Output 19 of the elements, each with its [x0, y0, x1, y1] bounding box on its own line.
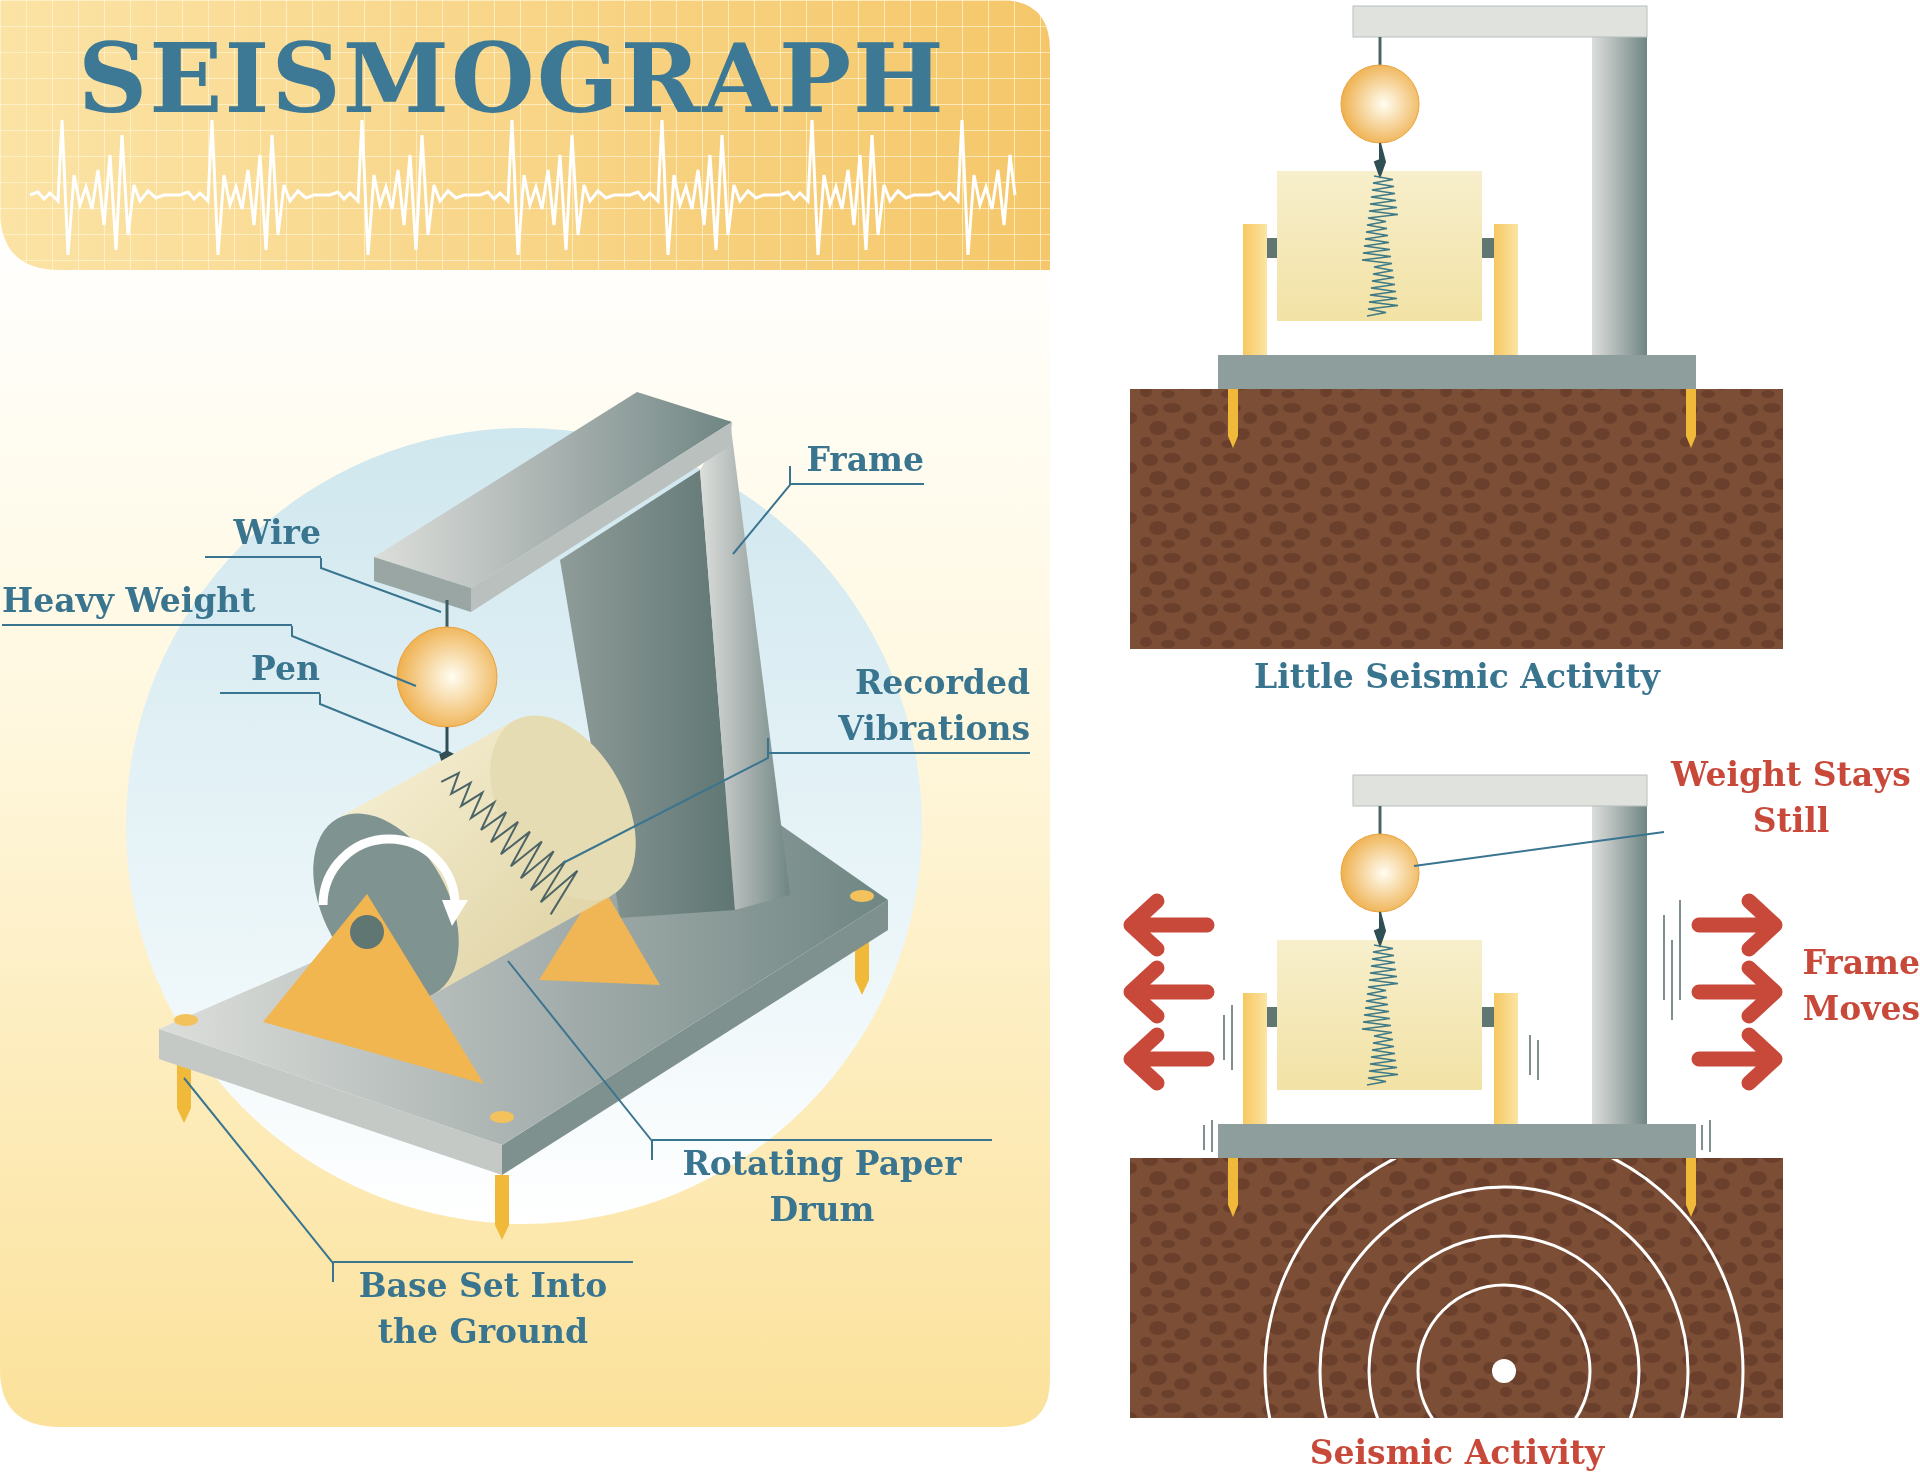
part-label: Wire: [205, 510, 321, 558]
leader-line: [320, 557, 442, 613]
leader-line: [319, 693, 442, 754]
part-label: Pen: [220, 646, 320, 694]
leader-line: [732, 465, 791, 555]
part-label: Weight Stays Still: [1664, 752, 1918, 844]
leader-line: [291, 625, 417, 687]
leader-line: [562, 737, 769, 864]
part-label: Heavy Weight: [2, 578, 292, 626]
part-label: Frame: [790, 437, 924, 485]
caption-label: Seismic Activity: [1308, 1432, 1606, 1474]
leader-line: [183, 1077, 334, 1283]
leader-line: [507, 960, 653, 1161]
part-label: Base Set Into the Ground: [333, 1261, 633, 1355]
caption-label: Little Seismic Activity: [1253, 656, 1662, 698]
title: SEISMOGRAPH: [78, 22, 946, 135]
caption-label: Frame Moves: [1801, 942, 1920, 1030]
part-label: Recorded Vibrations: [768, 660, 1030, 754]
part-label: Rotating Paper Drum: [652, 1139, 992, 1233]
